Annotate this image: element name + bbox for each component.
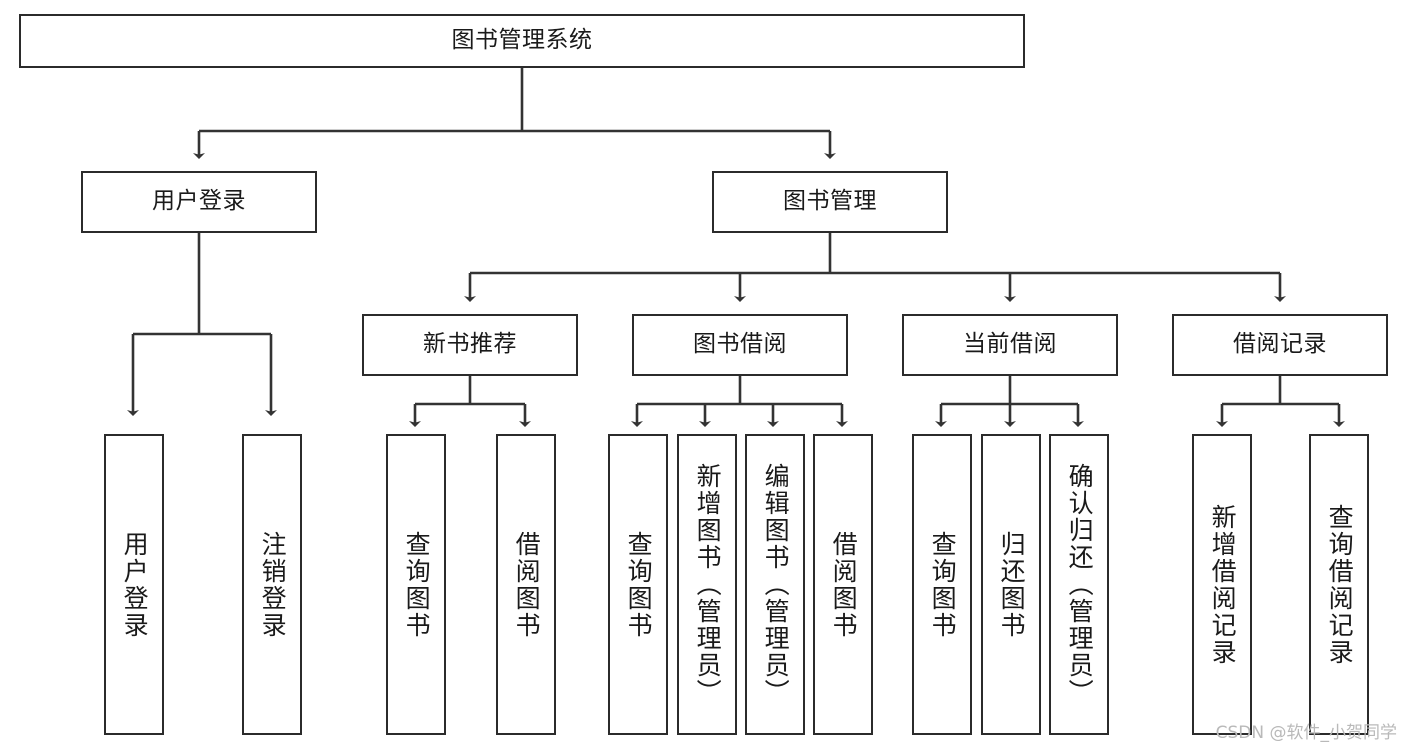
node-label: 借阅图书 [829,530,859,639]
node-label: 新增借阅记录 [1208,503,1238,666]
node-label: 注销登录 [258,530,288,639]
node-label: 用户登录 [152,188,246,215]
node-label: 新增图书（管理员） [693,463,723,706]
node-label: 图书管理 [783,188,877,215]
node-label: 编辑图书（管理员） [761,463,791,706]
node-label: 查询图书 [624,530,654,639]
node-label: 查询图书 [928,530,958,639]
node-user-login[interactable]: 用户登录 [81,171,317,233]
leaf-borrow-query-book[interactable]: 查询图书 [608,434,668,735]
node-label: 图书管理系统 [451,27,593,54]
leaf-borrow-edit-book-admin[interactable]: 编辑图书（管理员） [745,434,805,735]
node-label: 查询借阅记录 [1325,503,1355,666]
node-current-borrow[interactable]: 当前借阅 [902,314,1118,376]
node-label: 用户登录 [120,530,150,639]
leaf-record-query-record[interactable]: 查询借阅记录 [1309,434,1369,735]
leaf-current-confirm-return-admin[interactable]: 确认归还（管理员） [1049,434,1109,735]
leaf-recommend-borrow-book[interactable]: 借阅图书 [496,434,556,735]
leaf-recommend-query-book[interactable]: 查询图书 [386,434,446,735]
leaf-borrow-add-book-admin[interactable]: 新增图书（管理员） [677,434,737,735]
leaf-user-login-logout[interactable]: 注销登录 [242,434,302,735]
node-label: 借阅记录 [1233,331,1327,358]
node-label: 查询图书 [402,530,432,639]
leaf-user-login-signin[interactable]: 用户登录 [104,434,164,735]
node-book-borrow[interactable]: 图书借阅 [632,314,848,376]
node-label: 归还图书 [997,530,1027,639]
leaf-current-return-book[interactable]: 归还图书 [981,434,1041,735]
leaf-borrow-borrow-book[interactable]: 借阅图书 [813,434,873,735]
node-root-system[interactable]: 图书管理系统 [19,14,1025,68]
leaf-record-add-record[interactable]: 新增借阅记录 [1192,434,1252,735]
node-label: 借阅图书 [512,530,542,639]
node-label: 图书借阅 [693,331,787,358]
node-label: 新书推荐 [423,331,517,358]
node-new-book-recommend[interactable]: 新书推荐 [362,314,578,376]
node-label: 当前借阅 [963,331,1057,358]
node-label: 确认归还（管理员） [1065,463,1095,706]
leaf-current-query-book[interactable]: 查询图书 [912,434,972,735]
node-book-management[interactable]: 图书管理 [712,171,948,233]
csdn-watermark: CSDN @软件_小贺同学 [1215,723,1397,743]
node-borrow-record[interactable]: 借阅记录 [1172,314,1388,376]
